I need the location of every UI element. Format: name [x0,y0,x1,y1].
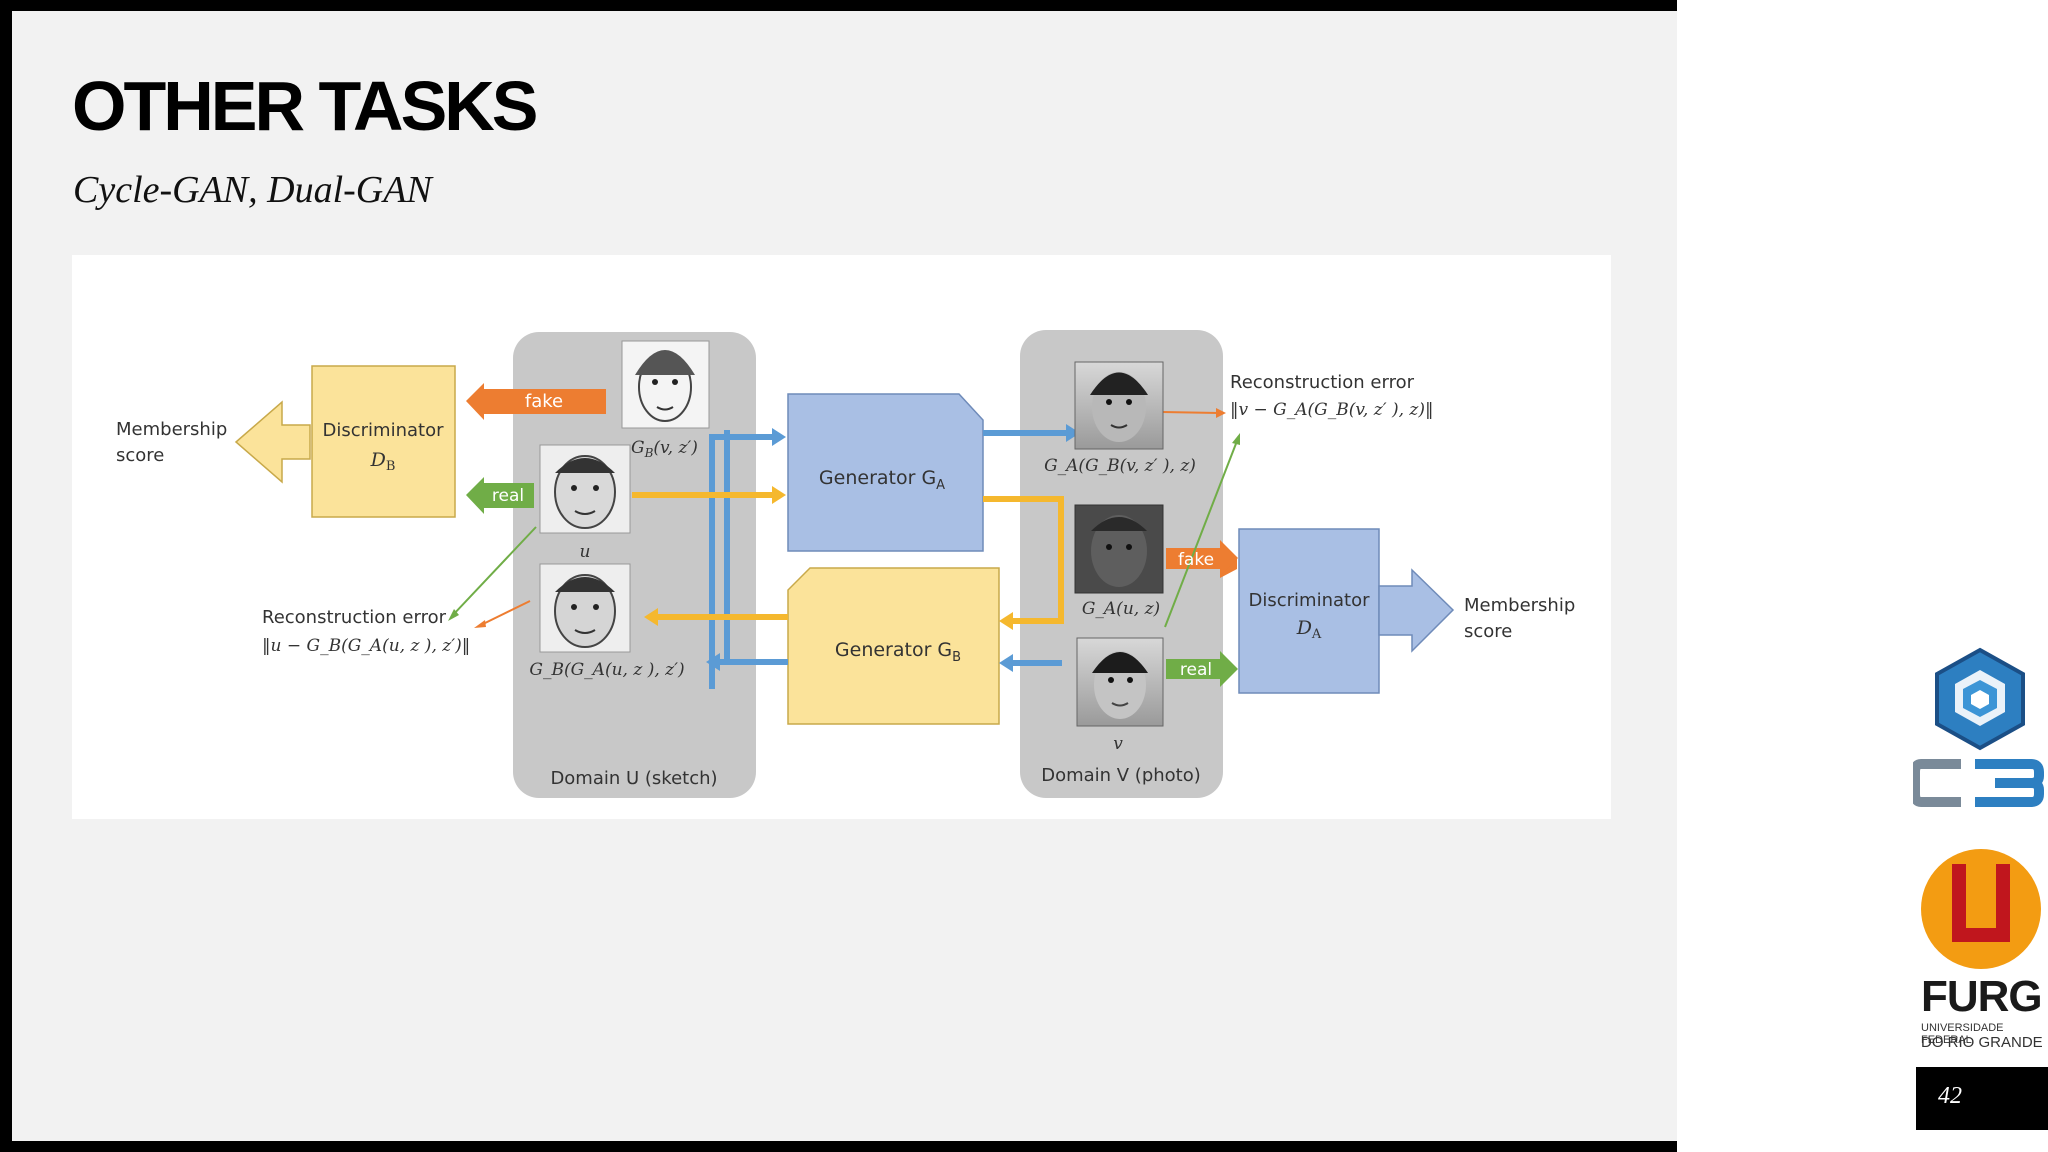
right-recon-formula: ‖v − G_A(G_B(v, z′ ), z)‖ [1230,400,1434,420]
blue-arrowhead-gena-to-v [1066,424,1080,442]
blue-arrowhead-v-to-genb [999,654,1013,672]
recon-arrowhead-green-left [448,609,459,621]
generator-a-label: Generator GA [819,467,945,493]
frame-border-bottom [0,1141,1677,1152]
generator-b-label: Generator GB [835,639,961,665]
blue-arrow-u-to-gena [709,434,776,689]
recon-line-orange-right [1161,411,1220,414]
discriminator-b-math: DB [370,449,396,474]
blue-arrowhead-gena [772,428,786,446]
real-arrow-right [1166,651,1238,687]
discriminator-a-math: DA [1296,617,1322,642]
face-gagb-label: G_A(G_B(v, z′ ), z) [1044,456,1196,476]
fake-arrow-left [466,383,606,420]
domain-v-label: Domain V (photo) [1041,765,1201,786]
real-arrow-left [466,477,534,514]
face-u-sketch [539,444,631,534]
discriminator-a-box [1238,528,1380,694]
cyclegan-diagram: Membership score Discriminator DB fake r… [72,255,1611,819]
c3-logo [1913,647,2044,807]
furg-subtitle-line1: UNIVERSIDADE FEDERAL [1921,1022,2004,1046]
recon-line-green-left [451,526,537,617]
fake-arrow-right-head [1166,540,1238,576]
fake-label-left: fake [525,391,563,412]
right-membership-arrow [1378,568,1455,653]
recon-arrowhead-green-right [1232,433,1240,445]
left-membership-arrow [234,400,311,484]
yellow-arrowhead-gena [772,486,786,504]
fake-label-right: fake [1178,550,1214,570]
left-recon-label: Reconstruction error [262,607,447,628]
left-membership-line2: score [116,445,164,466]
face-gb-v-sketch [621,340,710,429]
yellow-arrowhead-genb [999,612,1013,630]
discriminator-a-label: Discriminator [1249,590,1371,611]
right-membership-line2: score [1464,621,1512,642]
right-membership-line1: Membership [1464,595,1575,616]
slide-title: OTHER TASKS [72,67,538,145]
recon-line-green-right [1164,440,1238,628]
face-v-photo [1076,637,1164,727]
face-gb-label: GB(v, z′) [631,438,698,460]
right-recon-label: Reconstruction error [1230,372,1415,393]
face-gb-ga-u-sketch [539,563,631,653]
furg-wordmark: FURG [1921,972,2043,1021]
face-gbga-label: G_B(G_A(u, z ), z′) [529,660,684,680]
discriminator-b-label: Discriminator [323,420,445,441]
face-ga-u-photo [1074,504,1164,594]
domain-u-label: Domain U (sketch) [550,768,717,789]
frame-border-top [0,0,1677,11]
furg-subtitle-line2: DO RIO GRANDE [1921,1034,2043,1051]
real-label-left: real [492,486,524,506]
generator-b-box [787,567,1000,725]
face-u-label: u [580,542,591,562]
face-v-label: v [1113,734,1123,754]
face-ga-gb-v-photo [1074,361,1164,450]
frame-border-left [0,0,12,1152]
face-ga-label: G_A(u, z) [1082,599,1160,619]
left-recon-formula: ‖u − G_B(G_A(u, z ), z′)‖ [262,636,470,656]
page-number-box: 42 [1916,1067,2048,1130]
diagram-svg: Membership score Discriminator DB fake r… [116,330,1575,798]
blue-arrowhead-genb-left [706,653,720,671]
furg-logo [1921,849,2041,969]
page-number: 42 [1938,1083,1962,1109]
recon-arrowhead-orange-left [474,620,486,628]
recon-line-orange-left [480,600,531,626]
generator-a-box [787,393,984,552]
slide-subtitle: Cycle-GAN, Dual-GAN [73,169,432,211]
real-label-right: real [1180,660,1212,680]
discriminator-b-box [311,365,456,518]
yellow-arrow-gena-to-genb [983,496,1064,624]
yellow-arrowhead-genb-to-u [644,608,658,626]
left-membership-line1: Membership [116,419,227,440]
slide: OTHER TASKS Cycle-GAN, Dual-GAN [0,0,1677,1152]
recon-arrowhead-orange-right [1216,408,1226,418]
